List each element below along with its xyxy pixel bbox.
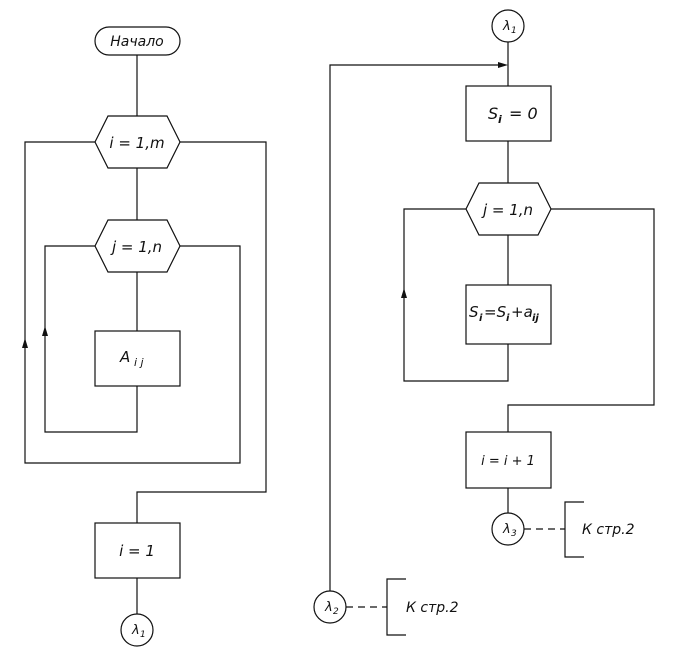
inner-loop-return-right [403, 208, 509, 382]
arrow-up [42, 326, 48, 336]
read-a-subscript: i j [134, 356, 145, 369]
sum-left-subscript: i [479, 313, 483, 324]
sum-init-process [465, 85, 552, 142]
init-i-label: i = 1 [119, 542, 155, 560]
sum-init-label: S [488, 104, 498, 123]
sum-plus-label: +a [511, 303, 533, 321]
start-label: Начало [110, 34, 163, 50]
sum-accumulate-process [465, 284, 552, 345]
connector2-label: λ [324, 600, 333, 615]
sum-mid-label: =S [484, 303, 507, 321]
loop-j-label: j = 1,n [110, 238, 162, 256]
outer-loop-return [24, 141, 241, 464]
comment-bracket [386, 578, 406, 636]
loop-j2-label: j = 1,n [481, 201, 533, 219]
sum-init-subscript: i [498, 113, 502, 126]
sum-left-label: S [469, 303, 479, 321]
connector1-label: λ [131, 623, 140, 638]
arrow-up [22, 338, 28, 348]
comment-bracket [564, 501, 584, 558]
incr-i-label: i = i + 1 [481, 454, 535, 469]
connector3-label: λ [502, 522, 511, 537]
sum-plus-subscript: ij [532, 313, 539, 324]
connector1-subscript: 1 [140, 630, 146, 640]
read-a-process [94, 330, 181, 387]
return-line-lambda2 [329, 64, 500, 591]
arrow-right [498, 62, 508, 68]
sum-mid-subscript: i [506, 313, 510, 324]
connector-lambda1-out [120, 613, 154, 647]
loop-i-label: i = 1,m [109, 134, 164, 152]
read-a-label: A [119, 348, 130, 366]
connector1-subscript: 1 [511, 26, 517, 36]
sum-init-rest: = 0 [509, 104, 538, 123]
arrow-up [401, 288, 407, 298]
page-ref-label: К стр.2 [406, 600, 459, 616]
connector3-subscript: 3 [511, 529, 517, 539]
inner-loop-exit-right [507, 208, 655, 432]
outer-loop-exit [136, 141, 267, 523]
connector1-label: λ [502, 19, 511, 34]
connector2-subscript: 2 [333, 607, 339, 617]
page-ref-label: К стр.2 [582, 522, 635, 538]
inner-loop-return [44, 245, 138, 433]
